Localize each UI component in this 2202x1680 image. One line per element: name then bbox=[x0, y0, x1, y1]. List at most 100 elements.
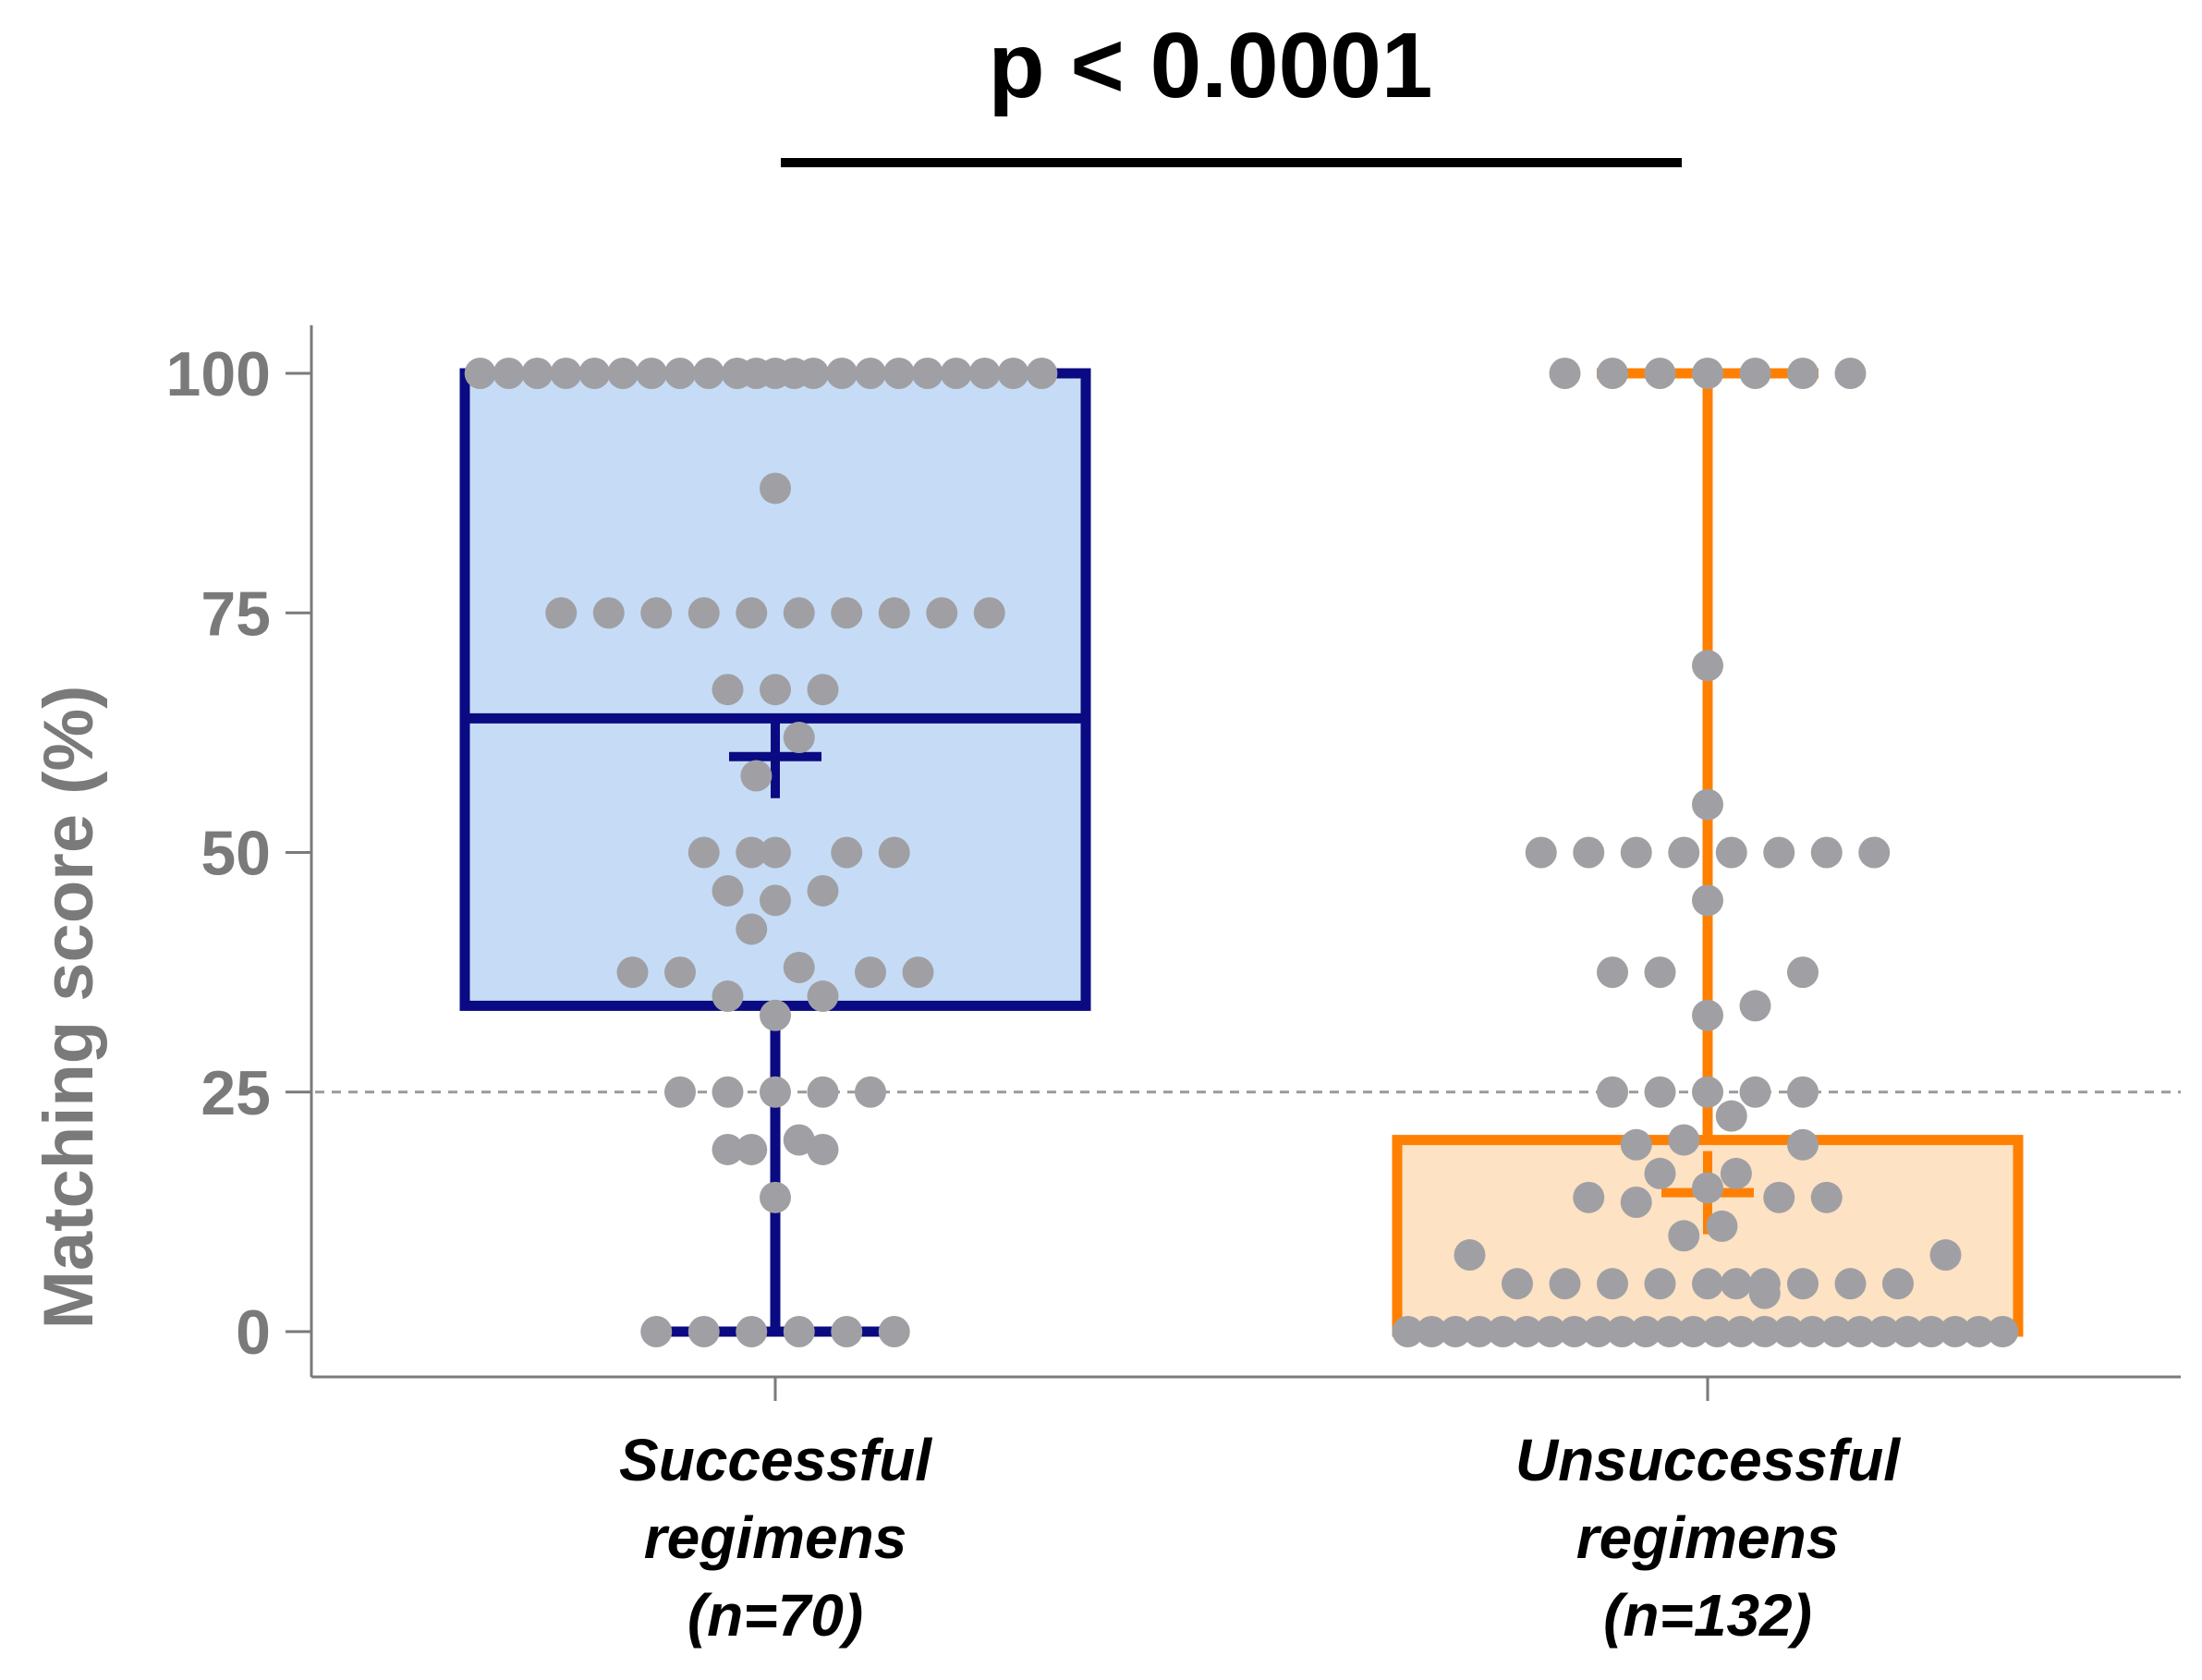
successful-data-point bbox=[855, 358, 886, 389]
successful-data-point bbox=[826, 358, 858, 389]
successful-data-point bbox=[760, 472, 791, 505]
unsuccessful-data-point bbox=[1939, 1316, 1971, 1347]
unsuccessful-data-point bbox=[1834, 358, 1867, 389]
unsuccessful-data-point bbox=[1677, 1316, 1709, 1347]
unsuccessful-data-point bbox=[1772, 1316, 1805, 1347]
unsuccessful-data-point bbox=[1644, 358, 1676, 389]
successful-data-point bbox=[760, 836, 791, 869]
successful-data-point bbox=[831, 1316, 863, 1347]
unsuccessful-data-point bbox=[1843, 1316, 1876, 1347]
unsuccessful-data-point bbox=[1720, 1268, 1752, 1300]
unsuccessful-data-point bbox=[1739, 1076, 1771, 1108]
y-tick-label-25: 25 bbox=[201, 1058, 271, 1128]
successful-data-point bbox=[783, 951, 815, 983]
successful-data-point bbox=[664, 1076, 696, 1108]
unsuccessful-data-point bbox=[1692, 884, 1723, 917]
unsuccessful-data-point bbox=[1820, 1316, 1853, 1347]
unsuccessful-data-point bbox=[1706, 1210, 1738, 1242]
successful-data-point bbox=[545, 597, 578, 629]
unsuccessful-data-point bbox=[1963, 1316, 1995, 1347]
unsuccessful-data-point bbox=[1787, 1128, 1819, 1161]
successful-data-point bbox=[968, 358, 1001, 389]
unsuccessful-data-point bbox=[1692, 358, 1723, 389]
unsuccessful-data-point bbox=[1620, 1187, 1652, 1219]
successful-data-point bbox=[640, 597, 673, 629]
successful-data-point bbox=[736, 1316, 768, 1347]
unsuccessful-data-point bbox=[1763, 1181, 1795, 1213]
unsuccessful-data-point bbox=[1668, 1124, 1700, 1156]
unsuccessful-data-point bbox=[1511, 1316, 1543, 1347]
unsuccessful-data-point bbox=[1748, 1277, 1781, 1309]
successful-data-point bbox=[636, 358, 668, 389]
unsuccessful-data-point bbox=[1720, 1157, 1752, 1189]
successful-data-point bbox=[783, 1316, 815, 1347]
unsuccessful-data-point bbox=[1867, 1316, 1900, 1347]
unsuccessful-data-point bbox=[1525, 836, 1557, 869]
unsuccessful-data-point bbox=[1440, 1316, 1472, 1347]
y-tick-label-50: 50 bbox=[201, 819, 271, 889]
successful-category-label-line-3: (n=70) bbox=[687, 1582, 863, 1649]
unsuccessful-data-point bbox=[1549, 1268, 1581, 1300]
unsuccessful-data-point bbox=[1620, 1128, 1652, 1161]
successful-data-point bbox=[664, 956, 696, 989]
unsuccessful-data-point bbox=[1787, 1268, 1819, 1300]
unsuccessful-data-point bbox=[1882, 1268, 1914, 1300]
unsuccessful-data-point bbox=[1692, 788, 1723, 821]
unsuccessful-data-point bbox=[1810, 1181, 1843, 1213]
successful-data-point bbox=[926, 597, 958, 629]
unsuccessful-category-label-line-1: Unsuccessful bbox=[1515, 1427, 1901, 1493]
unsuccessful-data-point bbox=[1597, 956, 1628, 989]
successful-data-point bbox=[760, 674, 791, 706]
unsuccessful-data-point bbox=[1573, 1181, 1605, 1213]
successful-data-point bbox=[807, 674, 839, 706]
unsuccessful-data-point bbox=[1834, 1268, 1867, 1300]
successful-data-point bbox=[797, 358, 830, 389]
successful-data-point bbox=[783, 597, 815, 629]
successful-data-point bbox=[760, 1076, 791, 1108]
unsuccessful-data-point bbox=[1692, 650, 1723, 682]
successful-data-point bbox=[783, 1124, 815, 1156]
unsuccessful-data-point bbox=[1630, 1316, 1662, 1347]
unsuccessful-category-label-line-2: regimens bbox=[1576, 1504, 1840, 1571]
unsuccessful-data-point bbox=[1582, 1316, 1614, 1347]
unsuccessful-data-point bbox=[1644, 1076, 1676, 1108]
unsuccessful-data-point bbox=[1668, 1220, 1700, 1252]
successful-data-point bbox=[760, 1181, 791, 1213]
unsuccessful-data-point bbox=[1787, 1076, 1819, 1108]
successful-data-point bbox=[592, 597, 625, 629]
unsuccessful-data-point bbox=[1739, 358, 1771, 389]
labels-group: Matching score (%) 0255075100Successfulr… bbox=[30, 339, 1901, 1649]
successful-data-point bbox=[550, 358, 582, 389]
successful-data-point bbox=[878, 1316, 910, 1347]
unsuccessful-data-point bbox=[1929, 1239, 1962, 1272]
unsuccessful-data-point bbox=[1653, 1316, 1685, 1347]
successful-data-point bbox=[607, 358, 639, 389]
successful-data-point bbox=[736, 597, 768, 629]
successful-data-point bbox=[807, 980, 839, 1013]
successful-data-point bbox=[831, 836, 863, 869]
successful-data-point bbox=[712, 980, 744, 1013]
successful-data-point bbox=[578, 358, 611, 389]
unsuccessful-data-point bbox=[1392, 1316, 1424, 1347]
successful-data-point bbox=[902, 956, 934, 989]
successful-data-point bbox=[997, 358, 1029, 389]
successful-data-point bbox=[464, 358, 496, 389]
axes-group bbox=[286, 325, 2181, 1401]
unsuccessful-data-point bbox=[1787, 358, 1819, 389]
successful-data-point bbox=[736, 913, 768, 945]
unsuccessful-data-point bbox=[1692, 999, 1723, 1031]
unsuccessful-data-point bbox=[1535, 1316, 1567, 1347]
successful-data-point bbox=[760, 999, 791, 1031]
successful-data-point bbox=[878, 836, 910, 869]
unsuccessful-data-point bbox=[1644, 1157, 1676, 1189]
successful-data-point bbox=[783, 722, 815, 754]
unsuccessful-data-point bbox=[1549, 358, 1581, 389]
successful-data-point bbox=[692, 358, 724, 389]
successful-data-point bbox=[712, 1133, 744, 1165]
successful-data-point bbox=[807, 1133, 839, 1165]
successful-data-point bbox=[712, 674, 744, 706]
significance-annotation: p < 0.0001 bbox=[781, 14, 1682, 167]
successful-data-point bbox=[712, 1076, 744, 1108]
unsuccessful-data-point bbox=[1502, 1268, 1533, 1300]
unsuccessful-data-point bbox=[1668, 836, 1700, 869]
